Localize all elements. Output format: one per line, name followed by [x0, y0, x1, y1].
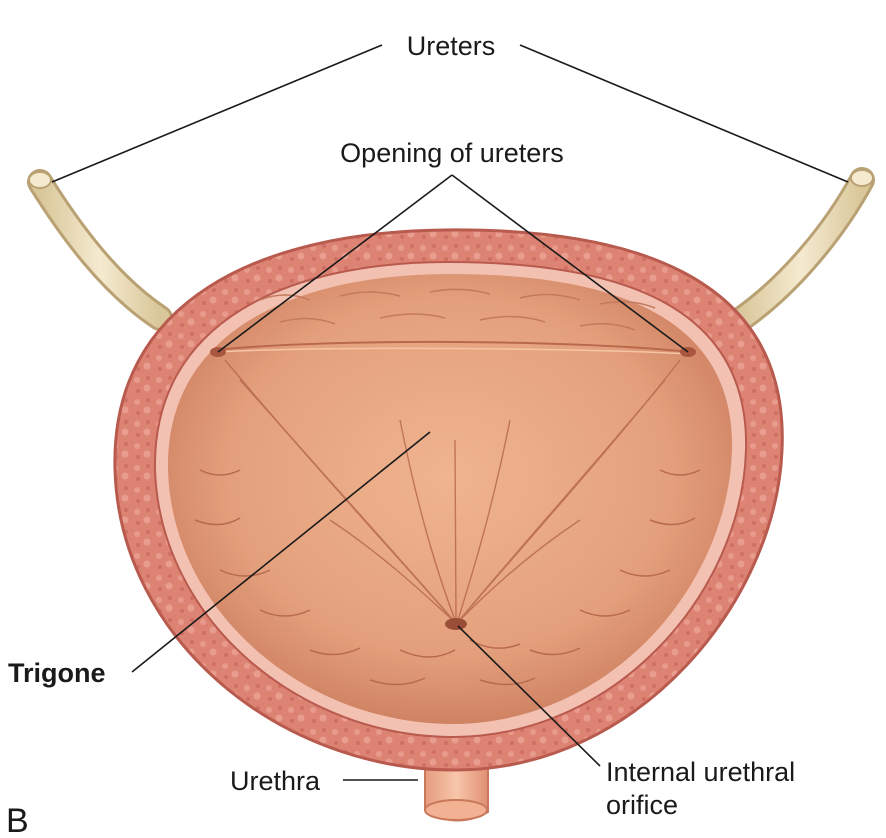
trigone-folds — [224, 359, 681, 623]
leader-lines — [51, 44, 849, 781]
leader-ureters-right — [519, 44, 849, 183]
bladder-lumen — [167, 274, 733, 725]
lower-rugae — [194, 469, 701, 686]
leader-ureters-left — [51, 44, 383, 183]
label-internal-urethral-orifice-line2: orifice — [606, 790, 678, 820]
label-urethra: Urethra — [230, 766, 321, 796]
panel-letter: B — [6, 802, 29, 838]
leader-trigone — [131, 431, 431, 673]
ureter-left — [27, 169, 173, 331]
label-trigone: Trigone — [8, 658, 106, 688]
label-ureters: Ureters — [407, 31, 496, 61]
label-opening-of-ureters: Opening of ureters — [340, 138, 564, 168]
upper-rugae — [259, 288, 656, 331]
ureter-right — [727, 167, 875, 333]
label-internal-urethral-orifice-line1: Internal urethral — [606, 757, 795, 787]
leader-opening-right — [451, 174, 689, 353]
internal-urethral-orifice — [445, 618, 467, 630]
upper-fold — [214, 340, 691, 353]
leader-internal-urethral-orifice — [457, 625, 601, 767]
leader-opening-left — [217, 174, 453, 353]
